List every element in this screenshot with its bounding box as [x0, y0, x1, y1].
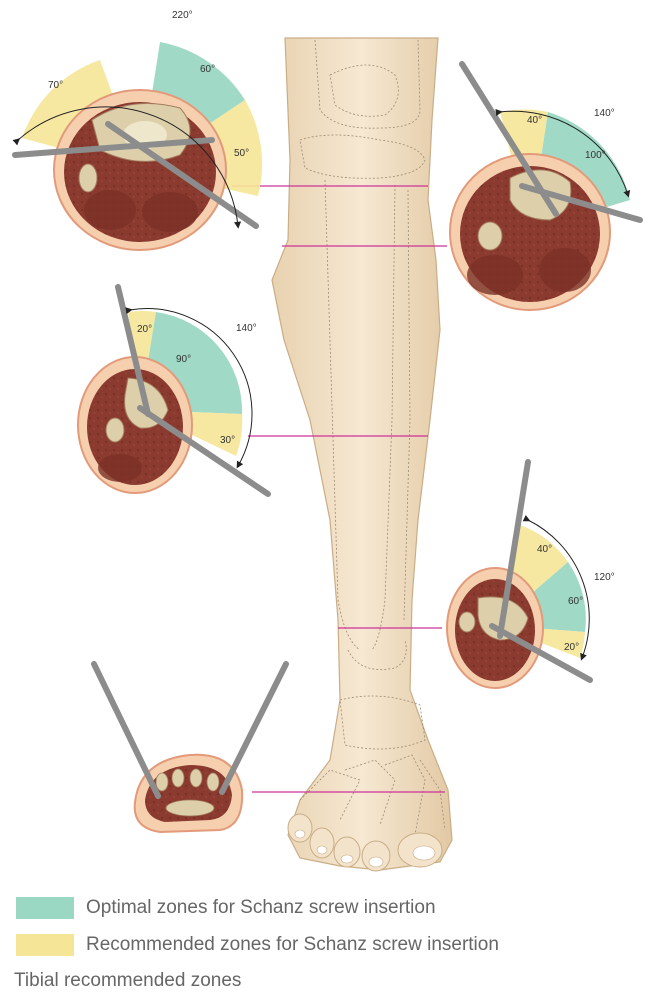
legend-recommended-label: Recommended zones for Schanz screw inser… — [86, 934, 499, 956]
cross-section-proximal: 220° 70° 60° 50° — [15, 10, 262, 250]
recommended-swatch — [16, 934, 74, 956]
angle-label: 60° — [200, 64, 215, 75]
leg-outline — [272, 38, 452, 870]
angle-label: 50° — [234, 148, 249, 159]
schanz-screw — [222, 664, 286, 792]
cross-section-foot — [94, 664, 286, 832]
optimal-swatch — [16, 897, 74, 919]
figure-caption: Tibial recommended zones — [14, 970, 241, 992]
angle-label: 40° — [537, 544, 552, 555]
angle-label: 20° — [564, 642, 579, 653]
angle-label: 220° — [172, 10, 193, 21]
angle-label: 90° — [176, 354, 191, 365]
cross-section-distal: 120° 40° 60° 20° — [447, 462, 615, 688]
angle-label: 40° — [527, 115, 542, 126]
angle-label: 70° — [48, 80, 63, 91]
schanz-screw — [94, 664, 158, 796]
cross-section-mid-shaft: 140° 20° 90° 30° — [78, 287, 268, 494]
angle-label: 120° — [594, 572, 615, 583]
angle-label: 140° — [594, 108, 615, 119]
angle-label: 30° — [220, 435, 235, 446]
legend-optimal: Optimal zones for Schanz screw insertion — [16, 896, 436, 920]
leg — [272, 38, 452, 871]
angle-label: 100° — [585, 150, 606, 161]
tibia-illustration: 220° 70° 60° 50° 140° 40° 100° 140° 20 — [0, 0, 652, 880]
angle-label: 140° — [236, 323, 257, 334]
legend-recommended: Recommended zones for Schanz screw inser… — [16, 933, 499, 957]
legend-optimal-label: Optimal zones for Schanz screw insertion — [86, 897, 436, 919]
angle-label: 20° — [137, 324, 152, 335]
angle-label: 60° — [568, 596, 583, 607]
cross-section-upper-shaft: 140° 40° 100° — [450, 64, 640, 310]
